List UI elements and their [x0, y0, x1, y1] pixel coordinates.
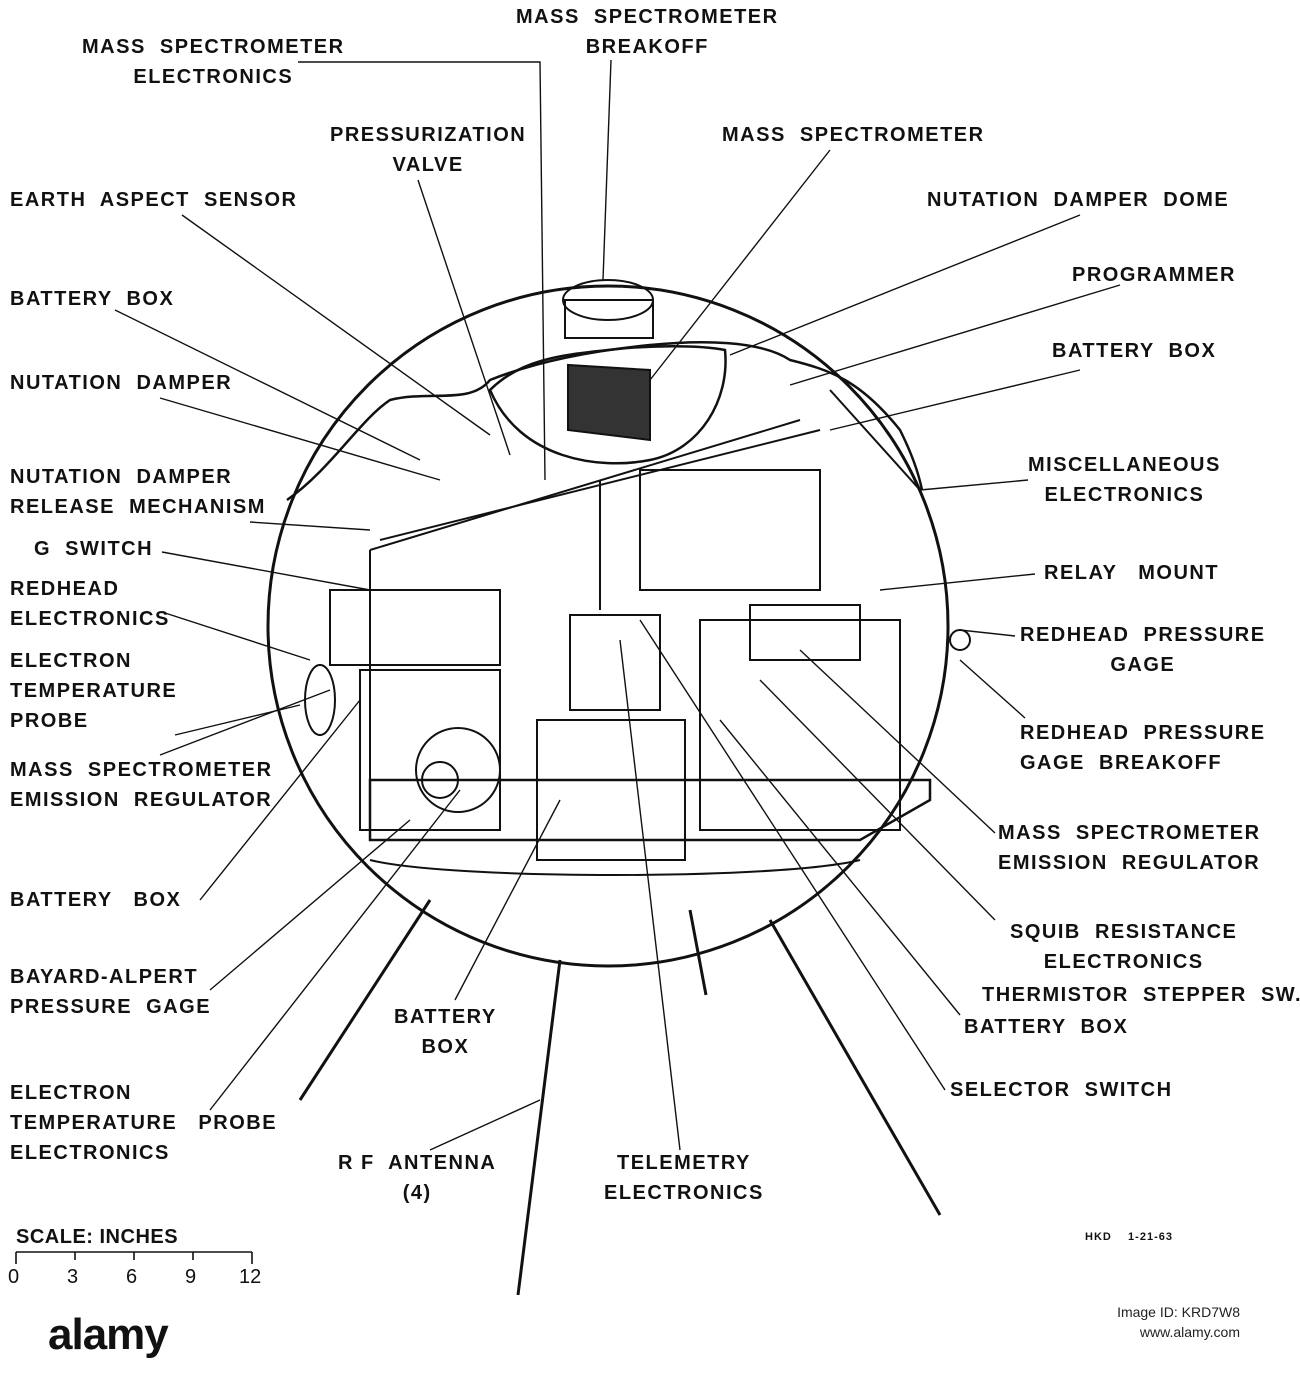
label-nutation-damper-dome: NUTATION DAMPER DOME — [927, 189, 1230, 211]
leader-lines — [114, 59, 1121, 1151]
scale-tick: 9 — [185, 1266, 197, 1288]
label-selector-switch: SELECTOR SWITCH — [950, 1079, 1173, 1101]
center-box — [536, 719, 686, 861]
bayard-gage-inner — [421, 761, 459, 799]
label-bayard: BAYARD-ALPERT PRESSURE GAGE — [10, 966, 212, 1018]
center-upper — [569, 614, 661, 711]
ms-cylinder — [567, 363, 651, 442]
leader-mass-spec — [649, 149, 831, 381]
leader-redhead-breakoff — [959, 659, 1026, 719]
scale-bar — [15, 1251, 253, 1264]
label-ms-electronics: MASS SPECTROMETER ELECTRONICS — [82, 36, 345, 88]
label-programmer: PROGRAMMER — [1072, 264, 1236, 286]
label-ms-emission-left: MASS SPECTROMETER EMISSION REGULATOR — [10, 759, 273, 811]
label-battery-box-4: BATTERY BOX — [964, 1016, 1129, 1038]
label-battery-box-1: BATTERY BOX — [10, 288, 175, 310]
label-ms-breakoff: MASS SPECTROMETER BREAKOFF — [516, 6, 779, 58]
bayard-gage — [415, 727, 501, 813]
leader-ms-electronics — [298, 61, 546, 481]
label-squib: SQUIB RESISTANCE ELECTRONICS — [1010, 921, 1238, 973]
electron-probe — [304, 664, 336, 736]
scale-tick: 3 — [67, 1266, 79, 1288]
leader-programmer — [789, 284, 1121, 386]
label-electron-probe-electronics: ELECTRON TEMPERATURE PROBE ELECTRONICS — [10, 1082, 278, 1164]
leader-telemetry — [619, 639, 681, 1151]
label-ms-emission-right: MASS SPECTROMETER EMISSION REGULATOR — [998, 822, 1261, 874]
equipment-platform — [368, 778, 932, 842]
leader-nutation-release — [249, 521, 371, 531]
leader-selector — [639, 619, 946, 1091]
redhead-gage-fitting — [949, 629, 971, 651]
leader-nutation-dome — [729, 214, 1081, 356]
leader-ms-emission-r — [799, 649, 996, 834]
leader-misc-electronics — [919, 479, 1029, 491]
rf-antenna-2 — [298, 899, 432, 1101]
leader-battery-box-r — [719, 719, 961, 1016]
label-nutation-release: NUTATION DAMPER RELEASE MECHANISM — [10, 466, 266, 518]
scale-tick: 6 — [126, 1266, 138, 1288]
strut-1 — [369, 419, 801, 551]
leader-ms-breakoff — [602, 59, 612, 281]
label-battery-box-2: BATTERY BOX — [1052, 340, 1217, 362]
watermark-logo: alamy — [48, 1310, 169, 1359]
scale-title: SCALE: INCHES — [16, 1226, 179, 1248]
scale-tick: 12 — [239, 1266, 262, 1288]
rf-antenna-3 — [768, 919, 942, 1216]
leader-battery-box-tr — [829, 369, 1081, 431]
upper-right-box — [639, 469, 821, 591]
nutation-dome — [488, 345, 727, 465]
leader-earth-aspect — [181, 214, 491, 436]
cutaway-edge — [286, 340, 924, 502]
watermark-bar — [0, 1295, 1300, 1385]
leader-battery-box-tl — [114, 309, 421, 461]
rf-antenna-1 — [516, 959, 562, 1295]
leader-probe-elec — [209, 789, 461, 1111]
label-mass-spectrometer: MASS SPECTROMETER — [722, 124, 985, 146]
label-thermistor: THERMISTOR STEPPER SW. — [982, 984, 1300, 1006]
watermark-url: www.alamy.com — [1139, 1324, 1240, 1340]
ms-breakoff-base — [564, 299, 654, 339]
label-battery-box-3: BATTERY BOX — [10, 889, 182, 911]
leader-nutation-damper — [159, 397, 441, 481]
diagram-canvas: MASS SPECTROMETER BREAKOFF MASS SPECTROM… — [8, 6, 1300, 1295]
strut-3 — [829, 389, 921, 491]
satellite-drawing — [15, 59, 1121, 1295]
label-electron-probe: ELECTRON TEMPERATURE PROBE — [10, 650, 178, 732]
left-box — [359, 669, 501, 831]
right-box — [699, 619, 901, 831]
label-relay-mount: RELAY MOUNT — [1044, 562, 1220, 584]
rf-antenna-4 — [688, 909, 708, 996]
label-rf-antenna: R F ANTENNA (4) — [338, 1152, 497, 1204]
leader-g-switch — [161, 551, 371, 591]
label-pressurization-valve: PRESSURIZATION VALVE — [330, 124, 527, 176]
watermark-image-id: Image ID: KRD7W8 — [1117, 1304, 1240, 1320]
leader-relay — [879, 573, 1036, 591]
label-g-switch: G SWITCH — [34, 538, 154, 560]
leader-squib — [759, 679, 996, 921]
leader-electron-probe — [174, 704, 301, 736]
label-redhead-gage: REDHEAD PRESSURE GAGE — [1020, 624, 1266, 676]
satellite-sphere — [266, 284, 950, 968]
platform-edge — [369, 859, 861, 876]
leader-rf — [429, 1099, 541, 1151]
right-box-top — [749, 604, 861, 661]
leader-ms-emission-l — [159, 689, 331, 756]
label-telemetry: TELEMETRY ELECTRONICS — [604, 1152, 764, 1204]
label-redhead-breakoff: REDHEAD PRESSURE GAGE BREAKOFF — [1020, 722, 1266, 774]
label-nutation-damper: NUTATION DAMPER — [10, 372, 233, 394]
label-redhead-electronics: REDHEAD ELECTRONICS — [10, 578, 170, 630]
label-misc-electronics: MISCELLANEOUS ELECTRONICS — [1028, 454, 1221, 506]
label-earth-aspect-sensor: EARTH ASPECT SENSOR — [10, 189, 298, 211]
leader-pressurization — [417, 179, 511, 456]
leader-redhead-gage — [959, 629, 1016, 637]
label-drawing-code: HKD 1-21-63 — [1085, 1231, 1173, 1243]
leader-bayard — [209, 819, 411, 991]
leader-battery-box-c — [454, 799, 561, 1001]
left-box-top — [329, 589, 501, 666]
leader-redhead-elec — [161, 611, 311, 661]
label-battery-box-5: BATTERY BOX — [394, 1006, 497, 1058]
leader-battery-box-l — [199, 699, 361, 901]
scale-tick: 0 — [8, 1266, 20, 1288]
